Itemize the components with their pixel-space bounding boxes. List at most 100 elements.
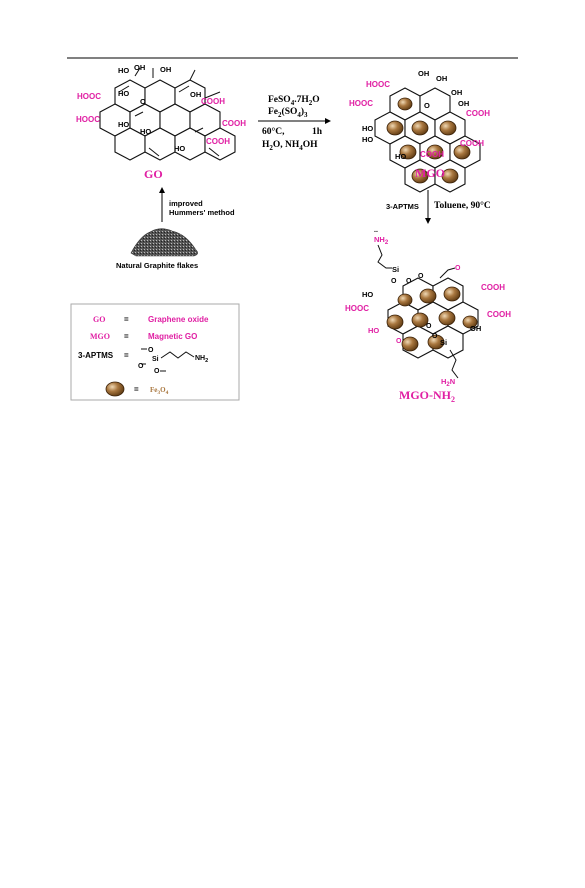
mgo-nh2-label: MGO-NH2 bbox=[399, 388, 455, 404]
go-oh-3: OH bbox=[190, 90, 201, 99]
svg-text:FeSO4.7H2O: FeSO4.7H2O bbox=[268, 95, 320, 107]
fe3o4-particle bbox=[426, 144, 444, 160]
go-ho-3: HO bbox=[118, 120, 129, 129]
mgo-hooc-1: HOOC bbox=[366, 80, 390, 89]
go-label: GO bbox=[144, 167, 163, 181]
time-label: 1h bbox=[312, 127, 323, 137]
toluene-condition-label: Toluene, 90°C bbox=[434, 200, 491, 211]
svg-text:O: O bbox=[138, 363, 144, 370]
mgo-cooh-2: COOH bbox=[460, 139, 484, 148]
aptms-step: 3-APTMS Toluene, 90°C bbox=[386, 190, 491, 224]
legend-go-equals: = bbox=[124, 315, 129, 324]
svg-text:NH2: NH2 bbox=[374, 235, 389, 246]
fe3o4-particle bbox=[411, 312, 429, 328]
legend-border bbox=[70, 303, 240, 401]
go-cooh-1: COOH bbox=[201, 97, 225, 106]
mgo-nh2-cooh-1: COOH bbox=[481, 283, 505, 292]
go-hooc-left: HOOC bbox=[76, 115, 100, 124]
fe3o4-particle bbox=[397, 97, 413, 111]
improved-label: improved bbox=[169, 199, 203, 208]
temp-label: 60°C, bbox=[262, 126, 285, 137]
reaction-conditions-top: FeSO4.7H2O Fe2(SO4)3 60°C, 1h H2O, NH4OH bbox=[258, 95, 331, 152]
mgo-o: O bbox=[424, 101, 430, 110]
svg-text:NH2: NH2 bbox=[195, 355, 208, 364]
fe3o4-particle bbox=[441, 168, 459, 184]
svg-text:Si: Si bbox=[152, 356, 159, 363]
go-structure bbox=[99, 67, 236, 161]
mgo-nh2-ho-carboxyl: O bbox=[455, 265, 461, 272]
legend-mgo-abbr: MGO bbox=[90, 332, 110, 341]
go-cooh-3: COOH bbox=[206, 137, 230, 146]
o-top-2: O bbox=[406, 278, 412, 285]
go-oh-1: OH bbox=[134, 63, 145, 72]
legend-fe3o4-equals: = bbox=[134, 385, 139, 394]
go-ho-1: HO bbox=[118, 66, 129, 75]
mgo-oh-1: OH bbox=[418, 69, 429, 78]
nh2-top-dots: .. bbox=[374, 227, 378, 234]
fe3o4-particle bbox=[439, 120, 457, 136]
go-hooc-top: HOOC bbox=[77, 92, 101, 101]
mgo-fe3o4-particles bbox=[386, 97, 471, 184]
arrowhead-go-to-mgo bbox=[325, 118, 331, 124]
si-top: Si bbox=[392, 265, 399, 274]
natural-graphite-label: Natural Graphite flakes bbox=[116, 261, 198, 270]
mgo-oh-4: OH bbox=[458, 99, 469, 108]
fe3o4-particle bbox=[401, 336, 419, 352]
fe3o4-particle bbox=[411, 120, 429, 136]
svg-text:O: O bbox=[154, 368, 160, 375]
fe3o4-particle bbox=[462, 315, 478, 329]
legend-box: GO = Graphene oxide MGO = Magnetic GO 3-… bbox=[70, 303, 240, 401]
svg-text:H2N: H2N bbox=[441, 377, 455, 388]
go-ho-4: HO bbox=[140, 127, 151, 136]
mgo-nh2-oh-lower: OH bbox=[470, 324, 481, 333]
o-bot-2: O bbox=[432, 333, 438, 340]
legend-mgo-def: Magnetic GO bbox=[148, 332, 197, 341]
improved-hummers-step: improved Hummers' method bbox=[159, 187, 235, 222]
fe3o4-particle bbox=[453, 144, 471, 160]
legend-go-def: Graphene oxide bbox=[148, 315, 209, 324]
mgo-nh2-structure: .. NH2 Si O O O O HO COOH COOH HOOC HO bbox=[345, 227, 511, 388]
mgo-ho-3: HO bbox=[395, 152, 406, 161]
arrowhead-graphite-to-go bbox=[159, 187, 165, 193]
mgo-ho-1: HO bbox=[362, 124, 373, 133]
mgo-nh2-hooc: HOOC bbox=[345, 304, 369, 313]
go-o-bridge: O bbox=[140, 97, 146, 106]
fe3o4-particle bbox=[386, 120, 404, 136]
si-bottom: Si bbox=[440, 338, 447, 347]
o-bot-1: O bbox=[426, 323, 432, 330]
graphite-flakes-pile bbox=[130, 228, 198, 257]
fe3o4-particle bbox=[399, 144, 417, 160]
legend-aptms-equals: = bbox=[124, 351, 129, 360]
fe3o4-particle bbox=[427, 334, 445, 350]
fe3o4-particle bbox=[386, 314, 404, 330]
svg-text:H2O, NH4OH: H2O, NH4OH bbox=[262, 140, 318, 152]
svg-text:Fe2(SO4)3: Fe2(SO4)3 bbox=[268, 106, 308, 119]
legend-fe3o4-label: Fe3O4 bbox=[150, 386, 169, 396]
aptms-reagent-label: 3-APTMS bbox=[386, 202, 419, 211]
fe3o4-particle bbox=[443, 286, 461, 302]
aptms-structure: O Si O O NH2 bbox=[138, 347, 208, 375]
legend-aptms-abbr: 3-APTMS bbox=[78, 351, 114, 360]
o-top-1: O bbox=[391, 278, 397, 285]
mgo-cooh-1: COOH bbox=[466, 109, 490, 118]
legend-fe3o4-ball bbox=[105, 381, 125, 397]
fe3o4-particle bbox=[419, 288, 437, 304]
mgo-cooh-3: COOH bbox=[420, 150, 444, 159]
mgo-nh2-ho-2: HO bbox=[368, 326, 379, 335]
mgo-label: MGO bbox=[415, 166, 445, 180]
svg-text:O: O bbox=[148, 347, 154, 354]
legend-mgo-equals: = bbox=[124, 332, 129, 341]
fe3o4-particle bbox=[438, 310, 456, 326]
o-top-3: O bbox=[418, 273, 424, 280]
legend-go-abbr: GO bbox=[93, 315, 105, 324]
mgo-oh-3: OH bbox=[451, 88, 462, 97]
fe3o4-particle bbox=[411, 168, 429, 184]
go-cooh-2: COOH bbox=[222, 119, 246, 128]
mgo-hooc-2: HOOC bbox=[349, 99, 373, 108]
mgo-ho-2: HO bbox=[362, 135, 373, 144]
go-ho-5: HO bbox=[174, 144, 185, 153]
mgo-nh2-cooh-2: COOH bbox=[487, 310, 511, 319]
fe3o4-particle bbox=[397, 293, 413, 307]
go-oh-2: OH bbox=[160, 65, 171, 74]
